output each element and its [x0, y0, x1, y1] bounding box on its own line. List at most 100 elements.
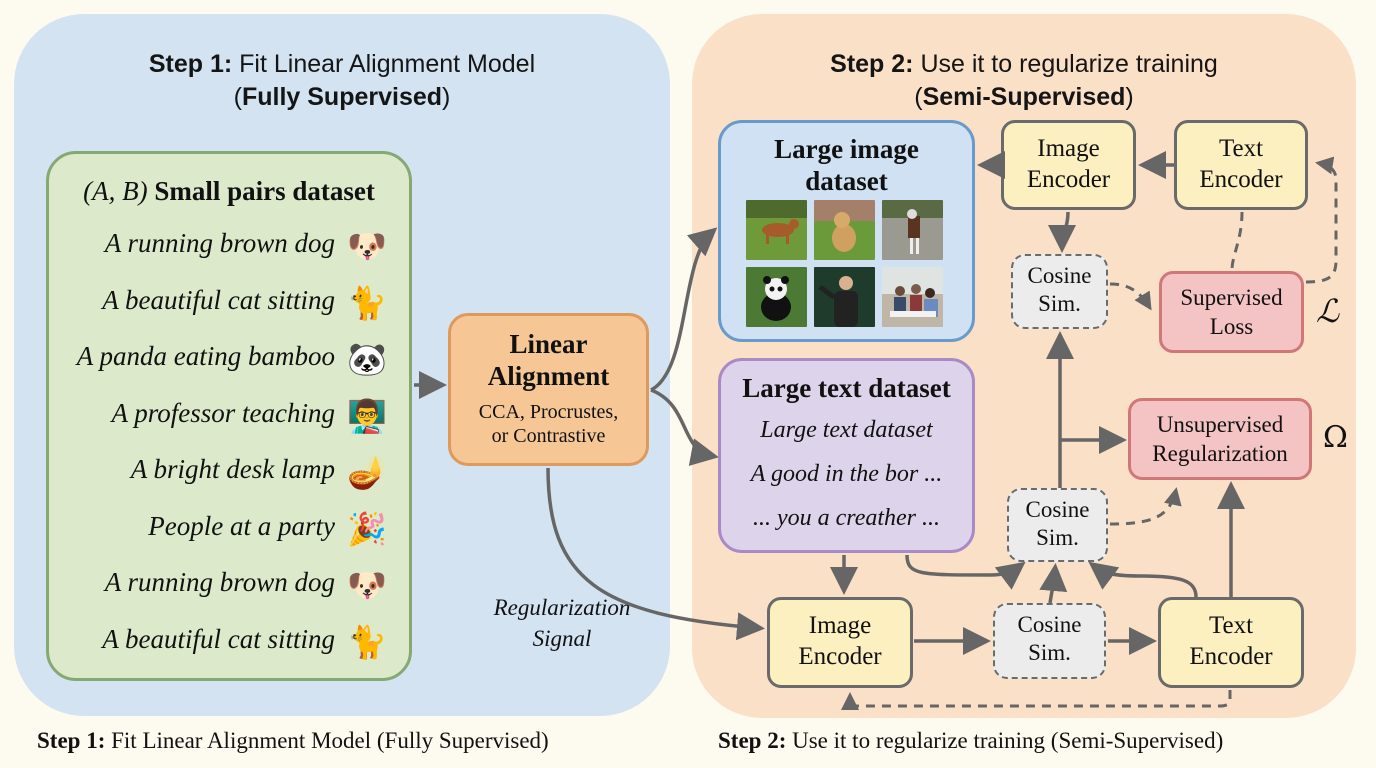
regsig-line2: Signal [532, 626, 592, 651]
node-label: Unsupervised [1156, 412, 1284, 437]
pairs-dataset-title: (A, B) Small pairs dataset [49, 176, 409, 207]
people-silhouette-icon [890, 284, 938, 317]
pair-caption: A running brown dog [104, 228, 335, 258]
dog-face-icon: 🐶 [347, 566, 387, 604]
dog-sitting-icon [832, 212, 856, 252]
node-label: Regularization [1152, 441, 1288, 466]
teacher-icon: 👨‍🏫 [347, 396, 387, 435]
paren-open: ( [233, 83, 242, 111]
pair-caption: A beautiful cat sitting [102, 623, 335, 654]
pairs-title-text: Small pairs dataset [154, 176, 375, 206]
node-label: Image [1037, 135, 1100, 162]
pair-caption: A panda eating bamboo [76, 341, 335, 371]
unsupervised-regularization: Unsupervised Regularization [1128, 398, 1312, 480]
regsig-line1: Regularization [493, 595, 631, 620]
large-image-dataset: Large image dataset [718, 120, 975, 342]
node-label: Encoder [1189, 643, 1273, 670]
node-label: Image [808, 612, 872, 639]
caption-step2: Step 2: Use it to regularize training (S… [718, 728, 1223, 754]
node-label: Cosine [1017, 612, 1082, 637]
linear-alignment-node: Linear Alignment CCA, Procrustes, or Con… [448, 313, 649, 466]
pair-caption: A bright desk lamp [130, 454, 335, 484]
regularization-signal-label: Regularization Signal [462, 592, 662, 654]
paren-close: ) [1125, 83, 1134, 111]
step2-subtitle: Semi-Supervised [922, 83, 1126, 111]
supervised-loss: Supervised Loss [1159, 271, 1304, 353]
caption-step1-bold: Step 1: [37, 728, 106, 753]
step2-title: Step 2: Use it to regularize training (S… [692, 48, 1356, 114]
image-dataset-title-2: dataset [805, 166, 888, 196]
pairs-math-label: (A, B) [83, 176, 148, 206]
paren-open: ( [914, 83, 923, 111]
node-label: Sim. [1038, 291, 1081, 316]
pair-row: A beautiful cat sitting 🐈 [49, 281, 409, 327]
thumbnail-people-table [882, 267, 943, 327]
professor-silhouette-icon [818, 276, 858, 327]
step2-title-rest: Use it to regularize training [913, 50, 1218, 78]
node-label: Sim. [1028, 640, 1071, 665]
text-dataset-line: A good in the bor ... [750, 461, 943, 487]
text-encoder-top: Text Encoder [1174, 120, 1308, 210]
node-label: Sim. [1036, 525, 1079, 550]
node-label: Encoder [1026, 166, 1111, 193]
pair-caption: People at a party [148, 510, 335, 541]
pair-row: A panda eating bamboo 🐼 [49, 337, 409, 383]
pair-row: A professor teaching 👨‍🏫 [49, 394, 409, 440]
node-label: Encoder [798, 643, 882, 670]
caption-step2-bold: Step 2: [718, 728, 787, 753]
panda-face-icon: 🐼 [347, 340, 387, 378]
image-dataset-title-1: Large image [774, 134, 919, 164]
node-label: Supervised [1180, 285, 1283, 310]
text-dataset-title: Large text dataset [742, 373, 951, 403]
node-label: Text [1208, 612, 1254, 639]
step1-subtitle: Fully Supervised [241, 83, 443, 111]
paren-close: ) [442, 83, 451, 111]
pair-row: A running brown dog 🐶 [49, 563, 409, 609]
cosine-sim-bottom: Cosine Sim. [993, 603, 1106, 679]
node-label: Cosine [1025, 497, 1090, 522]
text-dataset-line: ... you a creather ... [752, 505, 941, 531]
pair-caption: A running brown dog [104, 567, 335, 597]
dog-standing-icon [907, 209, 920, 254]
text-encoder-bottom: Text Encoder [1158, 597, 1304, 688]
thumbnail-golden-dog [814, 200, 875, 260]
thumbnail-panda [746, 267, 807, 327]
cosine-sim-middle: Cosine Sim. [1007, 488, 1108, 562]
linear-alignment-title-2: Alignment [487, 361, 610, 391]
caption-step1: Step 1: Fit Linear Alignment Model (Full… [37, 728, 549, 754]
regularization-symbol-omega: Ω [1323, 420, 1348, 455]
caption-step1-rest: Fit Linear Alignment Model (Fully Superv… [105, 728, 549, 753]
linear-alignment-methods-2: or Contrastive [491, 425, 606, 447]
party-popper-icon: 🎉 [347, 509, 387, 548]
small-pairs-dataset: (A, B) Small pairs dataset A running bro… [46, 151, 412, 681]
panda-silhouette-icon [761, 276, 791, 321]
step1-title-bold: Step 1: [148, 50, 233, 78]
text-dataset-line: Large text dataset [760, 417, 933, 443]
thumbnail-standing-dog [882, 200, 943, 260]
node-label: Encoder [1199, 166, 1283, 193]
thumbnail-running-dog [746, 200, 807, 260]
pair-row: People at a party 🎉 [49, 507, 409, 553]
lamp-icon: 🪔 [347, 453, 387, 491]
step1-title-rest: Fit Linear Alignment Model [232, 50, 536, 78]
large-text-dataset: Large text dataset Large text dataset A … [718, 358, 975, 553]
node-label: Loss [1209, 314, 1254, 339]
node-label: Text [1218, 135, 1264, 162]
dog-silhouette-icon [762, 219, 799, 244]
pair-caption: A beautiful cat sitting [102, 284, 335, 315]
linear-alignment-methods-1: CCA, Procrustes, [478, 401, 619, 423]
image-encoder-bottom: Image Encoder [767, 597, 913, 688]
cat-icon: 🐈 [347, 283, 387, 322]
pair-row: A running brown dog🐶 [49, 224, 409, 270]
loss-symbol-L: ℒ [1316, 293, 1340, 329]
caption-step2-rest: Use it to regularize training (Semi-Supe… [786, 728, 1224, 753]
cosine-sim-top: Cosine Sim. [1011, 254, 1108, 329]
pair-row: A bright desk lamp 🪔 [49, 450, 409, 496]
step2-title-bold: Step 2: [830, 50, 914, 78]
pair-row: A beautiful cat sitting 🐈 [49, 620, 409, 666]
pair-caption: A professor teaching [111, 397, 336, 428]
thumbnail-professor [814, 267, 875, 327]
cat-icon: 🐈 [347, 622, 387, 661]
step1-title: Step 1: Fit Linear Alignment Model (Full… [14, 48, 670, 114]
linear-alignment-title-1: Linear [509, 329, 588, 359]
